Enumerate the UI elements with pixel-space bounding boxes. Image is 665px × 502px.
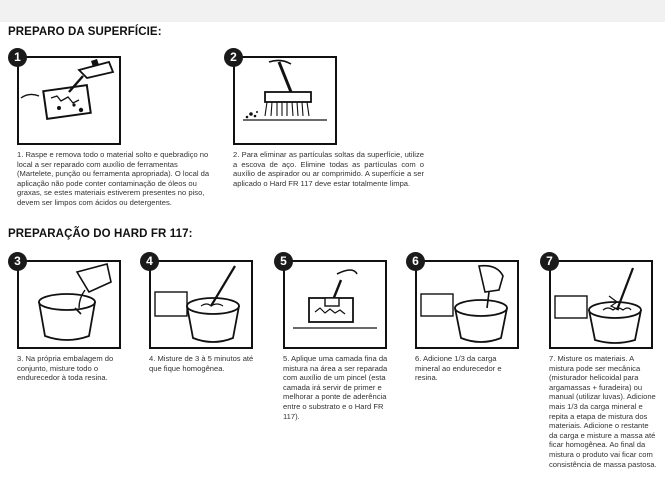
step-description: 3. Na própria embalagem do conjunto, mis… (17, 354, 121, 383)
step-description: 4. Misture de 3 à 5 minutos até que fiqu… (149, 354, 259, 373)
step-illustration (283, 260, 387, 349)
section-title-hard: PREPARAÇÃO DO HARD FR 117: (8, 228, 193, 240)
step-illustration (17, 260, 121, 349)
step-illustration (233, 56, 337, 145)
brush-sweeping-icon (235, 58, 335, 143)
scraper-hammer-icon (19, 58, 119, 143)
step-description: 1. Raspe e remova todo o material solto … (17, 150, 213, 208)
brush-primer-icon (285, 262, 385, 347)
step-illustration (17, 56, 121, 145)
pouring-bucket-icon (19, 262, 119, 347)
step-number-badge: 3 (8, 252, 27, 271)
step-description: 2. Para eliminar as partículas soltas da… (233, 150, 424, 188)
top-band (0, 0, 665, 22)
mixing-bucket-icon (151, 262, 251, 347)
step-number-badge: 7 (540, 252, 559, 271)
step-description: 7. Misture os materiais. A mistura pode … (549, 354, 657, 469)
step-1: 1 1. Raspe e remova todo o material solt… (8, 48, 213, 208)
step-number-badge: 5 (274, 252, 293, 271)
step-2: 2 2. Para eliminar as partículas soltas … (224, 48, 424, 208)
step-description: 5. Aplique uma camada fina da mistura na… (283, 354, 393, 421)
step-3: 3 3. Na própria embalagem do conjunto, m… (8, 252, 138, 372)
step-number-badge: 2 (224, 48, 243, 67)
step-6: 6 6. Adicione 1/3 da carga mineral ao en… (406, 252, 536, 372)
step-illustration (549, 260, 653, 349)
step-number-badge: 4 (140, 252, 159, 271)
adding-filler-icon (417, 262, 517, 347)
mixer-drill-icon (551, 262, 651, 347)
step-5: 5 5. Aplique uma camada fina da mistura … (274, 252, 404, 427)
section-title-surface: PREPARO DA SUPERFÍCIE: (8, 26, 162, 38)
step-4: 4 4. Misture de 3 à 5 minutos até que fi… (140, 252, 270, 372)
step-number-badge: 1 (8, 48, 27, 67)
step-illustration (415, 260, 519, 349)
step-number-badge: 6 (406, 252, 425, 271)
step-illustration (149, 260, 253, 349)
step-description: 6. Adicione 1/3 da carga mineral ao endu… (415, 354, 523, 383)
step-7: 7 7. Misture os materiais. A mistura pod… (540, 252, 665, 484)
